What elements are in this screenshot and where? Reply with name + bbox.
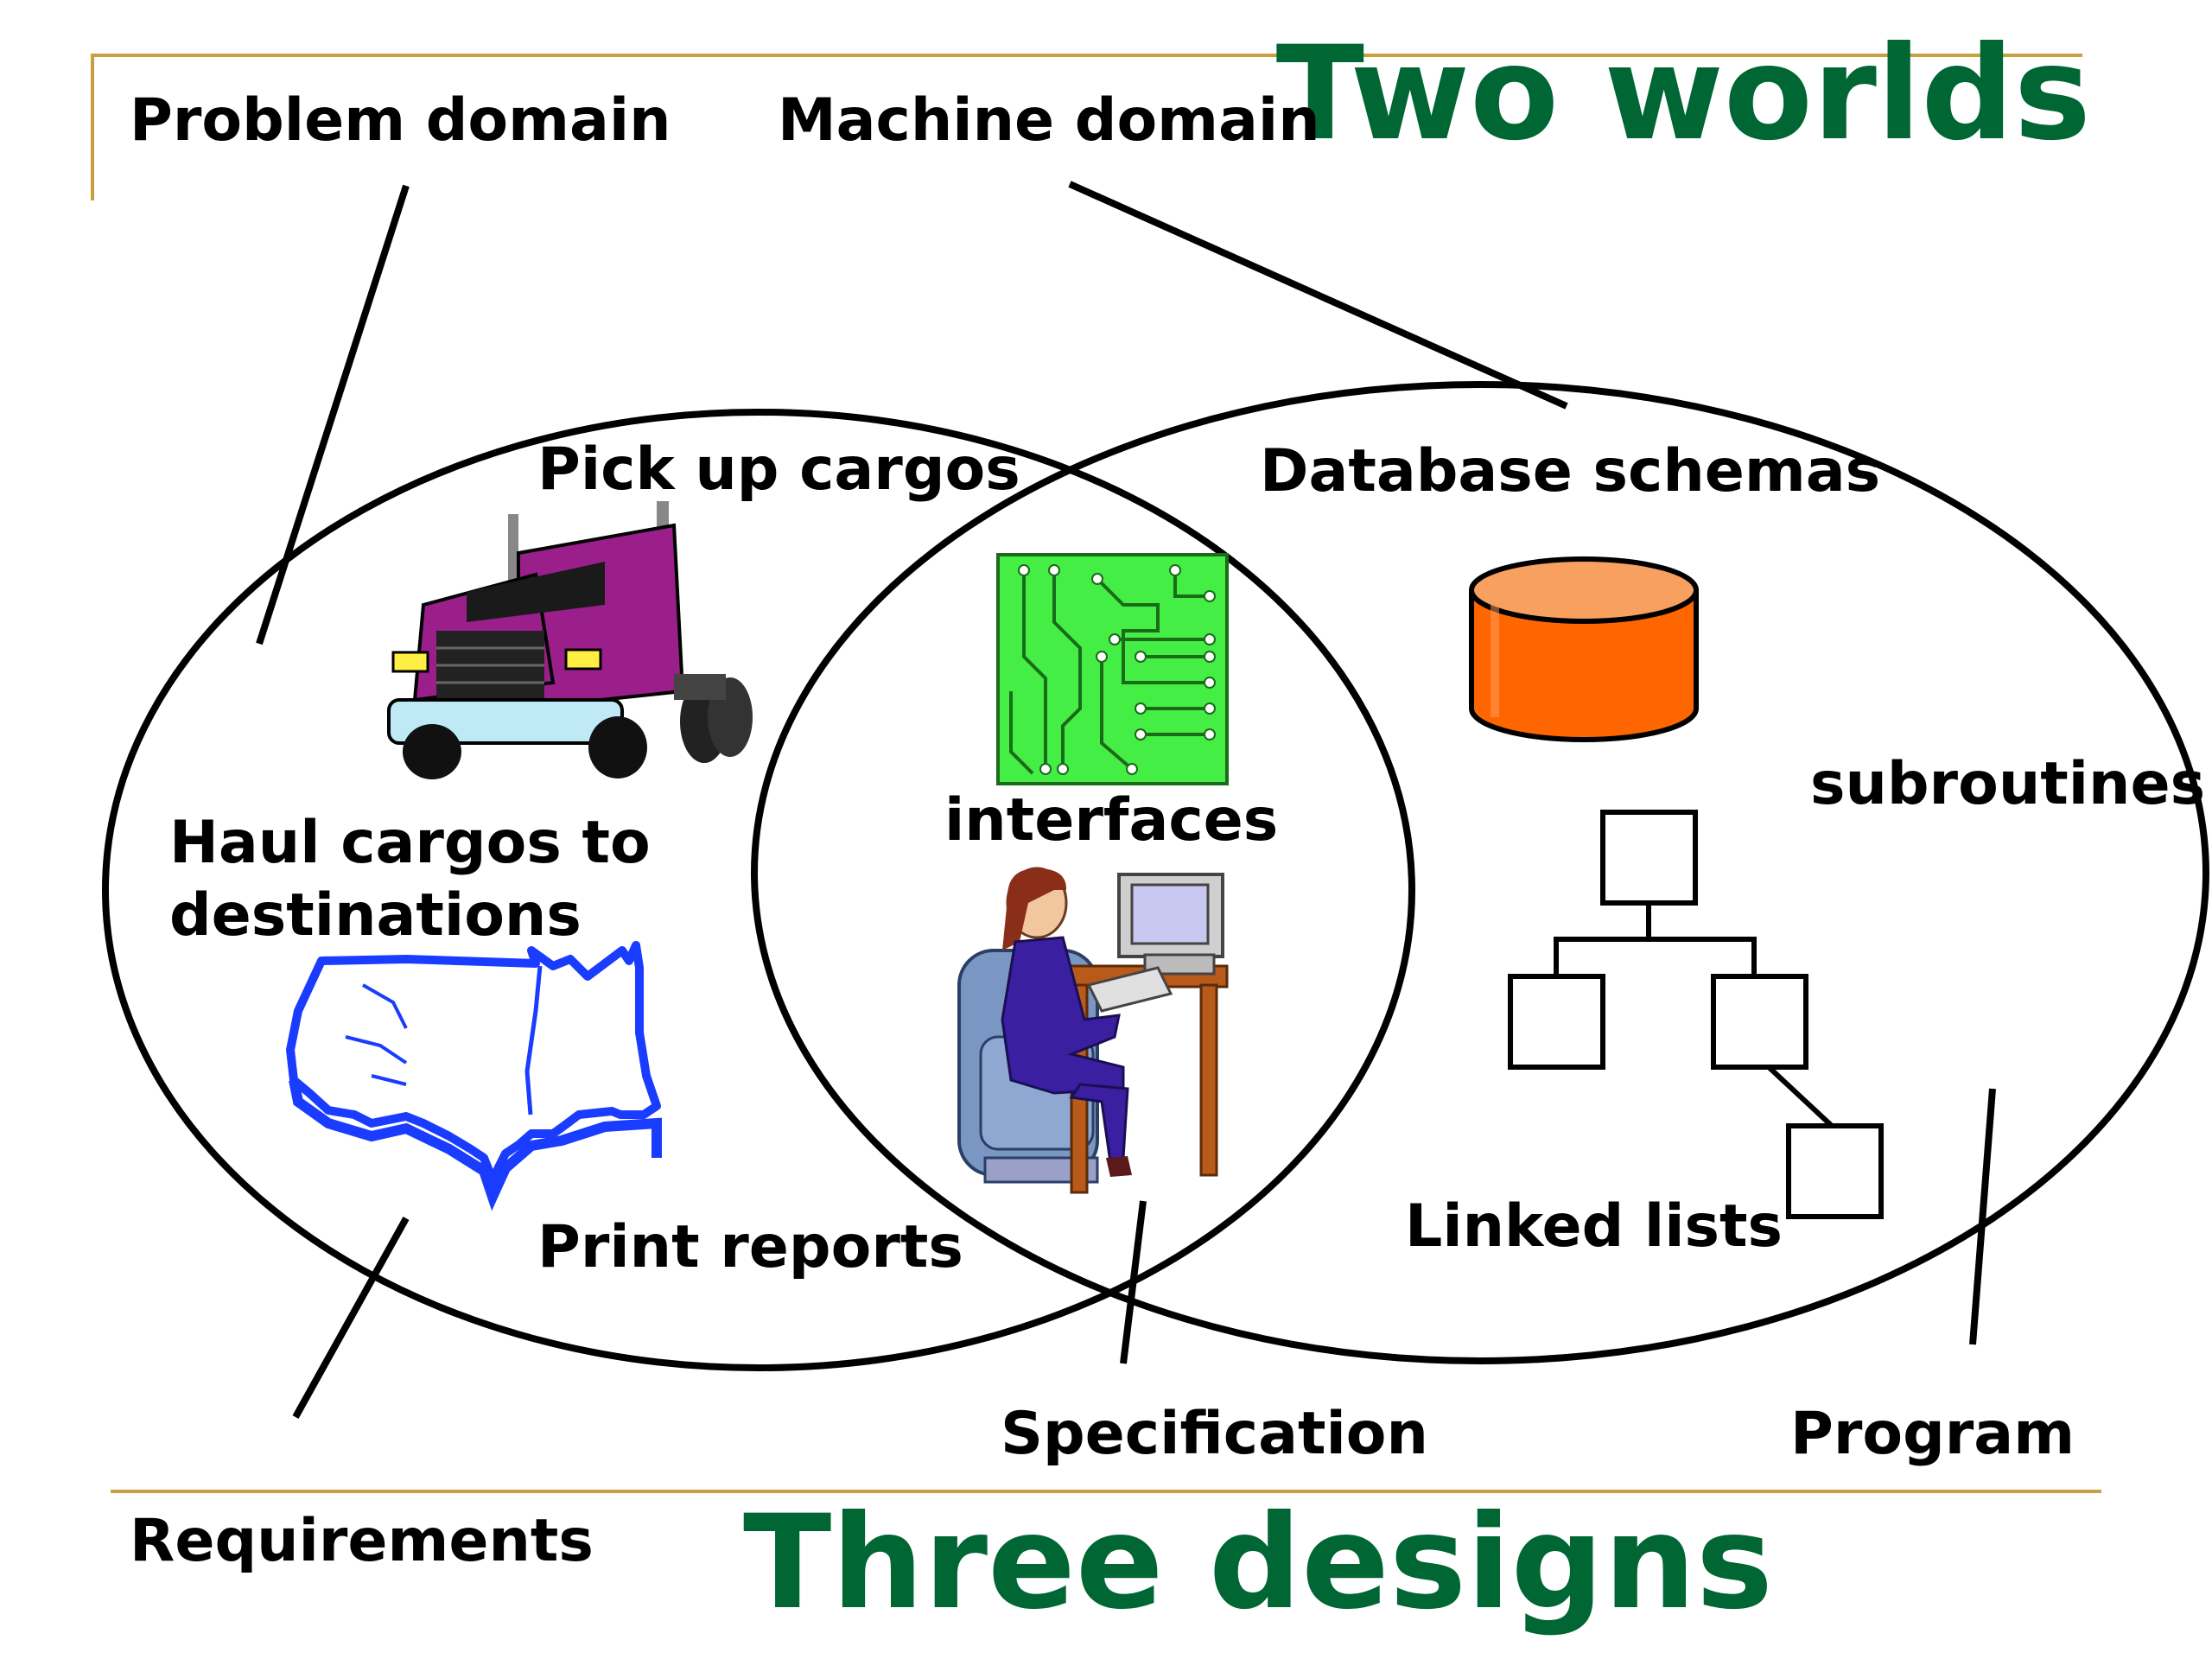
database-schemas-label: Database schemas [1260,437,1880,505]
requirements-label: Requirements [130,1507,594,1575]
interfaces-label: interfaces [944,786,1278,855]
linked-lists-label: Linked lists [1405,1192,1783,1261]
problem-domain-pointer [256,184,410,645]
computer-user-icon [957,867,1229,1194]
machine-domain-circle [751,381,2209,1364]
machine-domain-pointer [1068,181,1568,410]
machine-domain-label: Machine domain [778,86,1320,155]
specification-pointer [1120,1200,1147,1364]
print-reports-label: Print reports [537,1213,963,1281]
requirements-pointer [292,1217,410,1419]
usa-map-icon [286,941,662,1211]
program-label: Program [1790,1400,2075,1468]
specification-label: Specification [1001,1400,1428,1468]
subroutines-label: subroutines [1810,750,2205,818]
top-rule [91,54,2082,200]
haul-cargos-label-line1: Haul cargos to [169,809,651,877]
haul-cargos-label-line2: destinations [169,881,582,950]
title-three-designs: Three designs [743,1488,1773,1638]
tree-diagram-icon [1508,810,1884,1219]
problem-domain-label: Problem domain [130,86,671,155]
problem-domain-circle [102,409,1415,1371]
database-cylinder-icon [1469,556,1699,742]
pick-up-cargos-label: Pick up cargos [537,435,1020,504]
circuit-board-icon [996,553,1229,785]
title-two-worlds: Two worlds [1276,19,2091,169]
truck-icon [387,501,753,779]
program-pointer [1969,1088,1996,1345]
